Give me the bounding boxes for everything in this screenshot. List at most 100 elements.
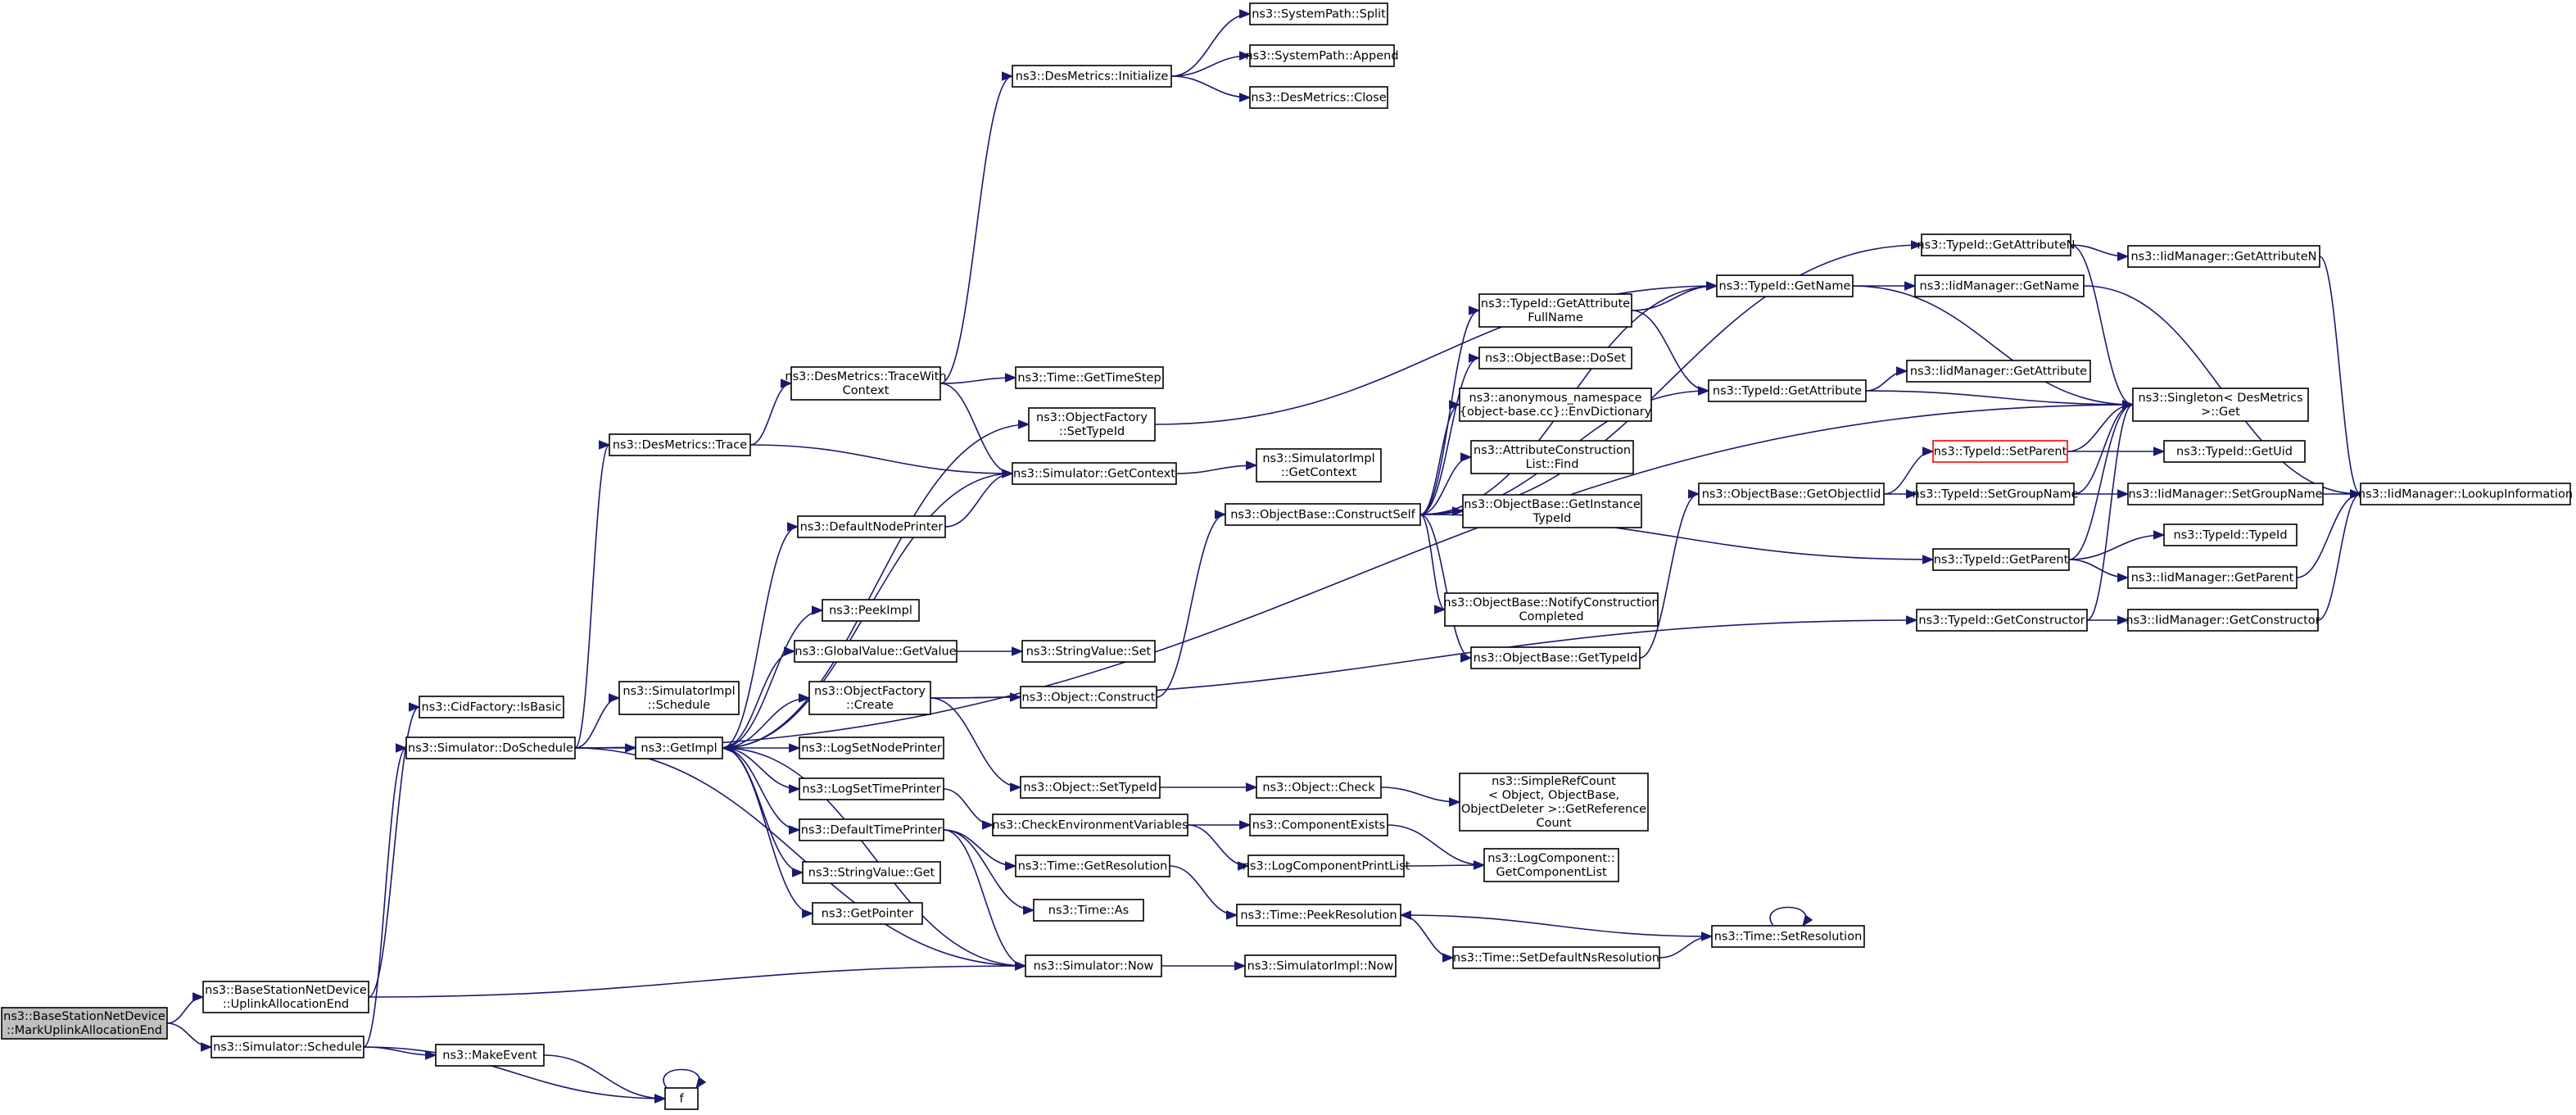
node-label: List::Find <box>1526 458 1579 471</box>
node-box <box>2127 483 2324 505</box>
graph-node-objconstruct[interactable]: ns3::Object::Construct <box>1020 686 1157 709</box>
node-label: ns3::IidManager::GetConstructor <box>2126 614 2320 628</box>
graph-node-gvget[interactable]: ns3::GlobalValue::GetValue <box>794 640 958 663</box>
graph-node-getcontext[interactable]: ns3::Simulator::GetContext <box>1012 462 1177 485</box>
node-box <box>1459 773 1649 832</box>
graph-node-peekres[interactable]: ns3::Time::PeekResolution <box>1236 904 1401 927</box>
graph-node-getpointer[interactable]: ns3::GetPointer <box>812 902 923 925</box>
node-box <box>609 433 751 456</box>
graph-node-compexists[interactable]: ns3::ComponentExists <box>1249 814 1388 836</box>
edge-tidgetattr-to-singleton <box>1865 390 2135 410</box>
graph-node-close[interactable]: ns3::DesMetrics::Close <box>1249 86 1388 109</box>
node-label: ns3::Object::Check <box>1262 782 1375 795</box>
edge-iidgetattrn-to-lookup <box>2319 256 2362 499</box>
graph-node-setres[interactable]: ns3::Time::SetResolution <box>1711 925 1865 948</box>
graph-node-iidgetparent[interactable]: ns3::IidManager::GetParent <box>2127 566 2298 589</box>
edge-setdefns-to-setres <box>1659 931 1714 959</box>
graph-node-iidgetname[interactable]: ns3::IidManager::GetName <box>1914 274 2085 297</box>
node-box <box>1483 848 1619 882</box>
graph-node-schedule[interactable]: ns3::Simulator::Schedule <box>211 1036 364 1058</box>
graph-node-logsetnode[interactable]: ns3::LogSetNodePrinter <box>799 737 944 759</box>
graph-node-tidgetparent[interactable]: ns3::TypeId::GetParent <box>1932 548 2070 571</box>
graph-node-strset[interactable]: ns3::StringValue::Set <box>1021 640 1156 663</box>
graph-node-append[interactable]: ns3::SystemPath::Append <box>1245 44 1399 67</box>
node-box <box>1452 946 1660 969</box>
edge-schedule-to-f <box>363 1046 667 1104</box>
graph-node-split[interactable]: ns3::SystemPath::Split <box>1249 2 1388 25</box>
graph-node-iidgetattrn[interactable]: ns3::IidManager::GetAttributeN <box>2127 245 2320 268</box>
graph-node-strget[interactable]: ns3::StringValue::Get <box>802 861 941 884</box>
graph-node-getres[interactable]: ns3::Time::GetResolution <box>1015 854 1170 877</box>
graph-node-defnode[interactable]: ns3::DefaultNodePrinter <box>797 515 946 538</box>
node-label: ::UplinkAllocationEnd <box>223 998 349 1011</box>
graph-node-deftime[interactable]: ns3::DefaultTimePrinter <box>799 818 944 841</box>
edge-getimpl-to-defnode <box>722 522 799 749</box>
graph-node-logsettime[interactable]: ns3::LogSetTimePrinter <box>799 777 944 800</box>
edge-tracewith-to-initialize <box>939 71 1014 384</box>
graph-node-tidgetattrn[interactable]: ns3::TypeId::GetAttributeN <box>1917 233 2076 256</box>
graph-node-singleton[interactable]: ns3::Singleton< DesMetrics>::Get <box>2132 388 2309 422</box>
graph-node-peekimpl[interactable]: ns3::PeekImpl <box>822 599 920 622</box>
graph-node-iidsetgroup[interactable]: ns3::IidManager::SetGroupName <box>2127 483 2324 505</box>
edge-dosched-to-singleton <box>574 400 2135 749</box>
graph-node-constructself[interactable]: ns3::ObjectBase::ConstructSelf <box>1225 503 1421 526</box>
graph-node-tidgetattr[interactable]: ns3::TypeId::GetAttribute <box>1708 379 1867 402</box>
graph-node-root[interactable]: ns3::BaseStationNetDevice::MarkUplinkAll… <box>1 1007 168 1040</box>
graph-node-iidgetctor[interactable]: ns3::IidManager::GetConstructor <box>2126 609 2320 632</box>
graph-node-isbasic[interactable]: ns3::CidFactory::IsBasic <box>419 696 564 718</box>
node-label: ns3::Time::PeekResolution <box>1240 909 1397 922</box>
node-label: ns3::Time::SetResolution <box>1714 931 1863 944</box>
node-label: ns3::ObjectBase::DoSet <box>1485 352 1626 365</box>
graph-node-envdict[interactable]: ns3::anonymous_namespace{object-base.cc}… <box>1459 388 1652 422</box>
graph-node-doset[interactable]: ns3::ObjectBase::DoSet <box>1478 347 1632 369</box>
graph-node-trace[interactable]: ns3::DesMetrics::Trace <box>609 433 751 456</box>
graph-node-tidgetuid[interactable]: ns3::TypeId::GetUid <box>2163 440 2306 463</box>
graph-node-obgettid[interactable]: ns3::ObjectBase::GetTypeId <box>1470 646 1641 669</box>
graph-node-tidtypeid[interactable]: ns3::TypeId::TypeId <box>2163 524 2298 546</box>
graph-node-getcomplist[interactable]: ns3::LogComponent::GetComponentList <box>1483 848 1619 882</box>
graph-node-lookup[interactable]: ns3::IidManager::LookupInformation <box>2358 483 2573 505</box>
graph-node-simplerc[interactable]: ns3::SimpleRefCount< Object, ObjectBase,… <box>1459 773 1649 832</box>
graph-node-simnow[interactable]: ns3::Simulator::Now <box>1025 954 1162 977</box>
edge-tidgetattr-to-iidgetattr <box>1865 366 1908 392</box>
graph-node-simimplnow[interactable]: ns3::SimulatorImpl::Now <box>1244 954 1397 977</box>
node-label: f <box>679 1093 684 1106</box>
graph-node-logcompprint[interactable]: ns3::LogComponentPrintList <box>1243 854 1410 877</box>
graph-node-initialize[interactable]: ns3::DesMetrics::Initialize <box>1012 65 1172 88</box>
graph-node-iidgetattr[interactable]: ns3::IidManager::GetAttribute <box>1906 360 2091 383</box>
graph-node-settypeid[interactable]: ns3::ObjectFactory::SetTypeId <box>1028 407 1156 442</box>
graph-node-ofcreate[interactable]: ns3::ObjectFactory::Create <box>808 681 931 715</box>
node-label: ns3::Simulator::GetContext <box>1013 468 1175 481</box>
graph-node-checkenv[interactable]: ns3::CheckEnvironmentVariables <box>992 814 1188 836</box>
graph-node-tidsetgroup[interactable]: ns3::TypeId::SetGroupName <box>1912 483 2079 505</box>
graph-node-getimpl[interactable]: ns3::GetImpl <box>635 737 723 759</box>
edge-defnode-to-getcontext <box>944 469 1014 528</box>
graph-node-tidgetname[interactable]: ns3::TypeId::GetName <box>1716 274 1854 297</box>
graph-node-f[interactable]: f <box>664 1087 699 1110</box>
node-box <box>1932 440 2068 463</box>
graph-node-simimplsched[interactable]: ns3::SimulatorImpl::Schedule <box>618 681 740 715</box>
node-label: ns3::Singleton< DesMetrics <box>2138 392 2302 405</box>
graph-node-tidsetparent[interactable]: ns3::TypeId::SetParent <box>1932 440 2068 463</box>
graph-node-objcheck[interactable]: ns3::Object::Check <box>1256 776 1382 799</box>
graph-node-dosched[interactable]: ns3::Simulator::DoSchedule <box>405 737 576 759</box>
edge-obgettid-to-getobjtid <box>1639 489 1700 659</box>
node-label: ns3::StringValue::Get <box>808 867 935 880</box>
graph-node-setdefns[interactable]: ns3::Time::SetDefaultNsResolution <box>1452 946 1660 969</box>
graph-node-getobjtid[interactable]: ns3::ObjectBase::GetObjectIid <box>1698 483 1885 505</box>
graph-node-gettimestep[interactable]: ns3::Time::GetTimeStep <box>1015 366 1164 389</box>
graph-node-timeas[interactable]: ns3::Time::As <box>1033 899 1144 922</box>
graph-node-objsettid[interactable]: ns3::Object::SetTypeId <box>1020 776 1161 799</box>
node-label: ns3::StringValue::Set <box>1026 646 1152 659</box>
graph-node-makeevent[interactable]: ns3::MakeEvent <box>435 1044 545 1067</box>
graph-node-notify[interactable]: ns3::ObjectBase::NotifyConstructionCompl… <box>1443 592 1659 627</box>
graph-node-ulae[interactable]: ns3::BaseStationNetDevice::UplinkAllocat… <box>202 981 369 1013</box>
graph-node-simimplctx[interactable]: ns3::SimulatorImpl::GetContext <box>1256 448 1382 483</box>
node-box <box>1716 274 1854 297</box>
edge-getcontext-to-simimplctx <box>1175 460 1258 474</box>
graph-node-tidgetctor[interactable]: ns3::TypeId::GetConstructor <box>1916 609 2088 632</box>
